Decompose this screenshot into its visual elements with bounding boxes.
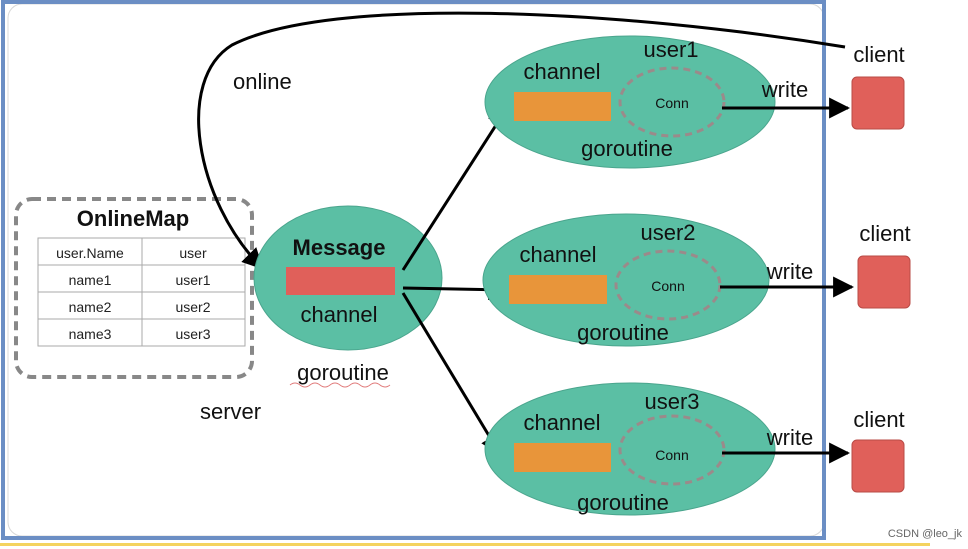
user2-channel-label: channel [519,242,596,267]
table-header-user: user [179,245,207,261]
table-header-name: user.Name [56,245,124,261]
table-cell: name2 [69,299,112,315]
user3-goroutine-label: goroutine [577,490,669,515]
user3-group: channel user3 Conn goroutine write clien… [484,382,905,516]
table-cell: name1 [69,272,112,288]
online-map-box [14,197,254,379]
online-map-table [37,237,246,347]
user3-name: user3 [644,389,699,414]
message-channel-bar [286,267,395,295]
online-map-title: OnlineMap [77,206,189,231]
user3-channel-bar [514,443,611,472]
bottom-highlight-line [0,543,930,546]
table-cell: name3 [69,326,112,342]
user1-client-label: client [853,42,904,67]
spellcheck-underline [289,382,391,388]
table-cell: user1 [175,272,210,288]
message-goroutine-label: goroutine [297,360,389,385]
user2-name: user2 [640,220,695,245]
user2-client-label: client [859,221,910,246]
user1-channel-label: channel [523,59,600,84]
message-channel-label: channel [300,302,377,327]
user2-conn-circle [614,249,722,321]
user1-goroutine-label: goroutine [581,136,673,161]
arrow-to-user3 [401,292,502,456]
user3-channel-label: channel [523,410,600,435]
server-boundary [1,0,826,540]
user3-conn-circle [618,414,726,486]
user2-client-box [857,255,911,309]
user3-client-label: client [853,407,904,432]
watermark: CSDN @leo_jk [888,528,963,540]
message-title: Message [293,235,386,260]
user3-conn-label: Conn [655,447,688,463]
user2-conn-label: Conn [651,278,684,294]
online-label: online [233,69,292,94]
arrow-to-user1 [401,106,509,271]
table-cell: user2 [175,299,210,315]
user1-channel-bar [514,92,611,121]
online-arrow [197,11,846,270]
user2-goroutine-label: goroutine [577,320,669,345]
user2-channel-bar [509,275,607,304]
user3-write-label: write [766,425,813,450]
user2-group: channel user2 Conn goroutine write clien… [482,213,911,347]
server-label: server [200,399,261,424]
user1-client-box [851,76,905,130]
user1-name: user1 [643,37,698,62]
user1-write-label: write [761,77,808,102]
user3-client-box [851,439,905,493]
user1-group: channel user1 Conn goroutine write clien… [484,35,905,169]
user2-write-label: write [766,259,813,284]
user1-conn-circle [618,66,726,138]
user3-goroutine [484,382,776,516]
user1-conn-label: Conn [655,95,688,111]
user1-goroutine [484,35,776,169]
table-cell: user3 [175,326,210,342]
